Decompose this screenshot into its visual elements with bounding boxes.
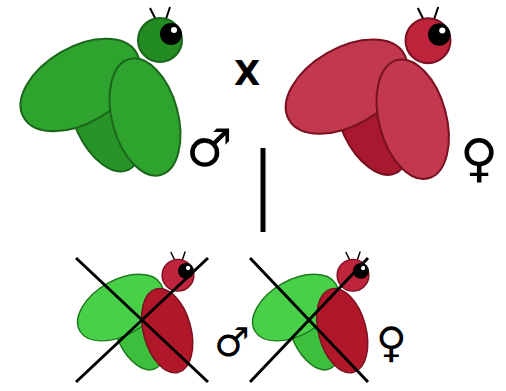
female-symbol: ♀ [460, 132, 498, 184]
cross-out [250, 258, 368, 382]
male-symbol: ♂ [214, 322, 250, 362]
green-fly [5, 7, 193, 183]
cross-sign: X [234, 56, 260, 90]
cross-out [76, 258, 208, 382]
cross-out [76, 258, 208, 382]
offspring-fly [66, 251, 201, 378]
male-symbol: ♂ [186, 122, 233, 174]
red-fly [270, 7, 461, 187]
descent-line [261, 148, 266, 232]
cross-out [250, 258, 368, 382]
female-symbol: ♀ [376, 322, 407, 364]
